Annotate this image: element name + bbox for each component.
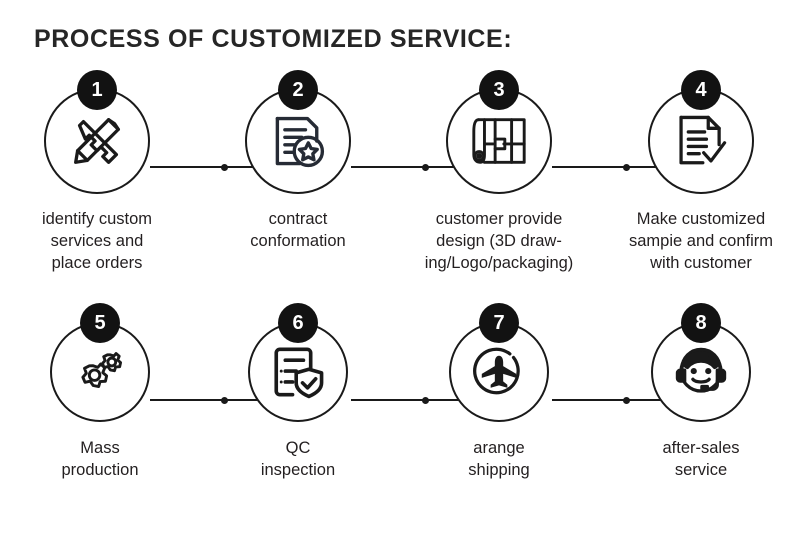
- connector-2-3: [351, 161, 499, 173]
- process-step-4[interactable]: 4 Make customized sampie and confirm wit…: [601, 70, 800, 275]
- gears-icon: [81, 352, 123, 389]
- connector-5-6: [150, 394, 298, 406]
- step-badge-number: 5: [80, 303, 120, 343]
- step-caption: contract conformation: [250, 210, 346, 250]
- process-step-8[interactable]: 8 after-sales service: [601, 303, 800, 482]
- step-badge-number: 2: [278, 70, 318, 110]
- pencil-ruler-icon: [74, 118, 120, 164]
- connector-dot: [220, 163, 228, 171]
- process-step-3[interactable]: 3 customer provide design (3D draw- ing/…: [399, 70, 599, 275]
- step-caption: QC inspection: [260, 439, 336, 479]
- headset-support-icon: [675, 347, 727, 393]
- step-circle-wrap: 6: [248, 303, 348, 422]
- step-badge-number: 1: [77, 70, 117, 110]
- step-badge-number: 6: [278, 303, 318, 343]
- connector-dot: [421, 163, 429, 171]
- step-caption: arange shipping: [468, 439, 530, 479]
- step-badge-number: 3: [479, 70, 519, 110]
- step-caption: identify custom services and place order…: [41, 210, 153, 272]
- step-circle-wrap: 3: [446, 70, 552, 194]
- process-row-1: 1 identify custom services and place ord…: [0, 70, 800, 318]
- step-caption: after-sales service: [662, 439, 740, 479]
- step-circle-wrap: 8: [651, 303, 751, 422]
- step-caption: Mass production: [61, 439, 139, 479]
- clipboard-shield-check-icon: [274, 347, 324, 399]
- step-badge-number: 4: [681, 70, 721, 110]
- connector-dot: [220, 396, 228, 404]
- contract-star-icon: [275, 116, 325, 168]
- step-circle-wrap: 5: [50, 303, 150, 422]
- step-circle-wrap: 7: [449, 303, 549, 422]
- process-step-2[interactable]: 2 contract conformation: [198, 70, 398, 253]
- connector-dot: [623, 396, 630, 404]
- process-row-2: 5 Mass production: [0, 303, 800, 552]
- step-circle-wrap: 2: [245, 70, 351, 194]
- step-badge-number: 7: [479, 303, 519, 343]
- process-step-7[interactable]: 7 arange shipping: [399, 303, 599, 482]
- connector-7-8: [552, 394, 701, 406]
- process-step-1[interactable]: 1 identify custom services and place ord…: [0, 70, 197, 275]
- connector-dot: [623, 163, 630, 171]
- step-badge-number: 8: [681, 303, 721, 343]
- step-circle-wrap: 1: [44, 70, 150, 194]
- airplane-circle-icon: [473, 347, 520, 395]
- document-check-icon: [679, 115, 727, 165]
- infographic-page: PROCESS OF CUSTOMIZED SERVICE:: [0, 25, 800, 479]
- step-circle-wrap: 4: [648, 70, 754, 194]
- page-title: PROCESS OF CUSTOMIZED SERVICE:: [34, 25, 513, 53]
- step-caption: Make customized sampie and confirm with …: [629, 210, 773, 272]
- connector-1-2: [150, 161, 298, 173]
- process-step-6[interactable]: 6 QC inspection: [198, 303, 398, 482]
- connector-6-7: [351, 394, 499, 406]
- connector-3-4: [552, 161, 701, 173]
- connector-dot: [421, 396, 429, 404]
- process-step-5[interactable]: 5 Mass production: [0, 303, 200, 482]
- step-caption: customer provide design (3D draw- ing/Lo…: [424, 210, 574, 272]
- blueprint-roll-icon: [472, 118, 526, 164]
